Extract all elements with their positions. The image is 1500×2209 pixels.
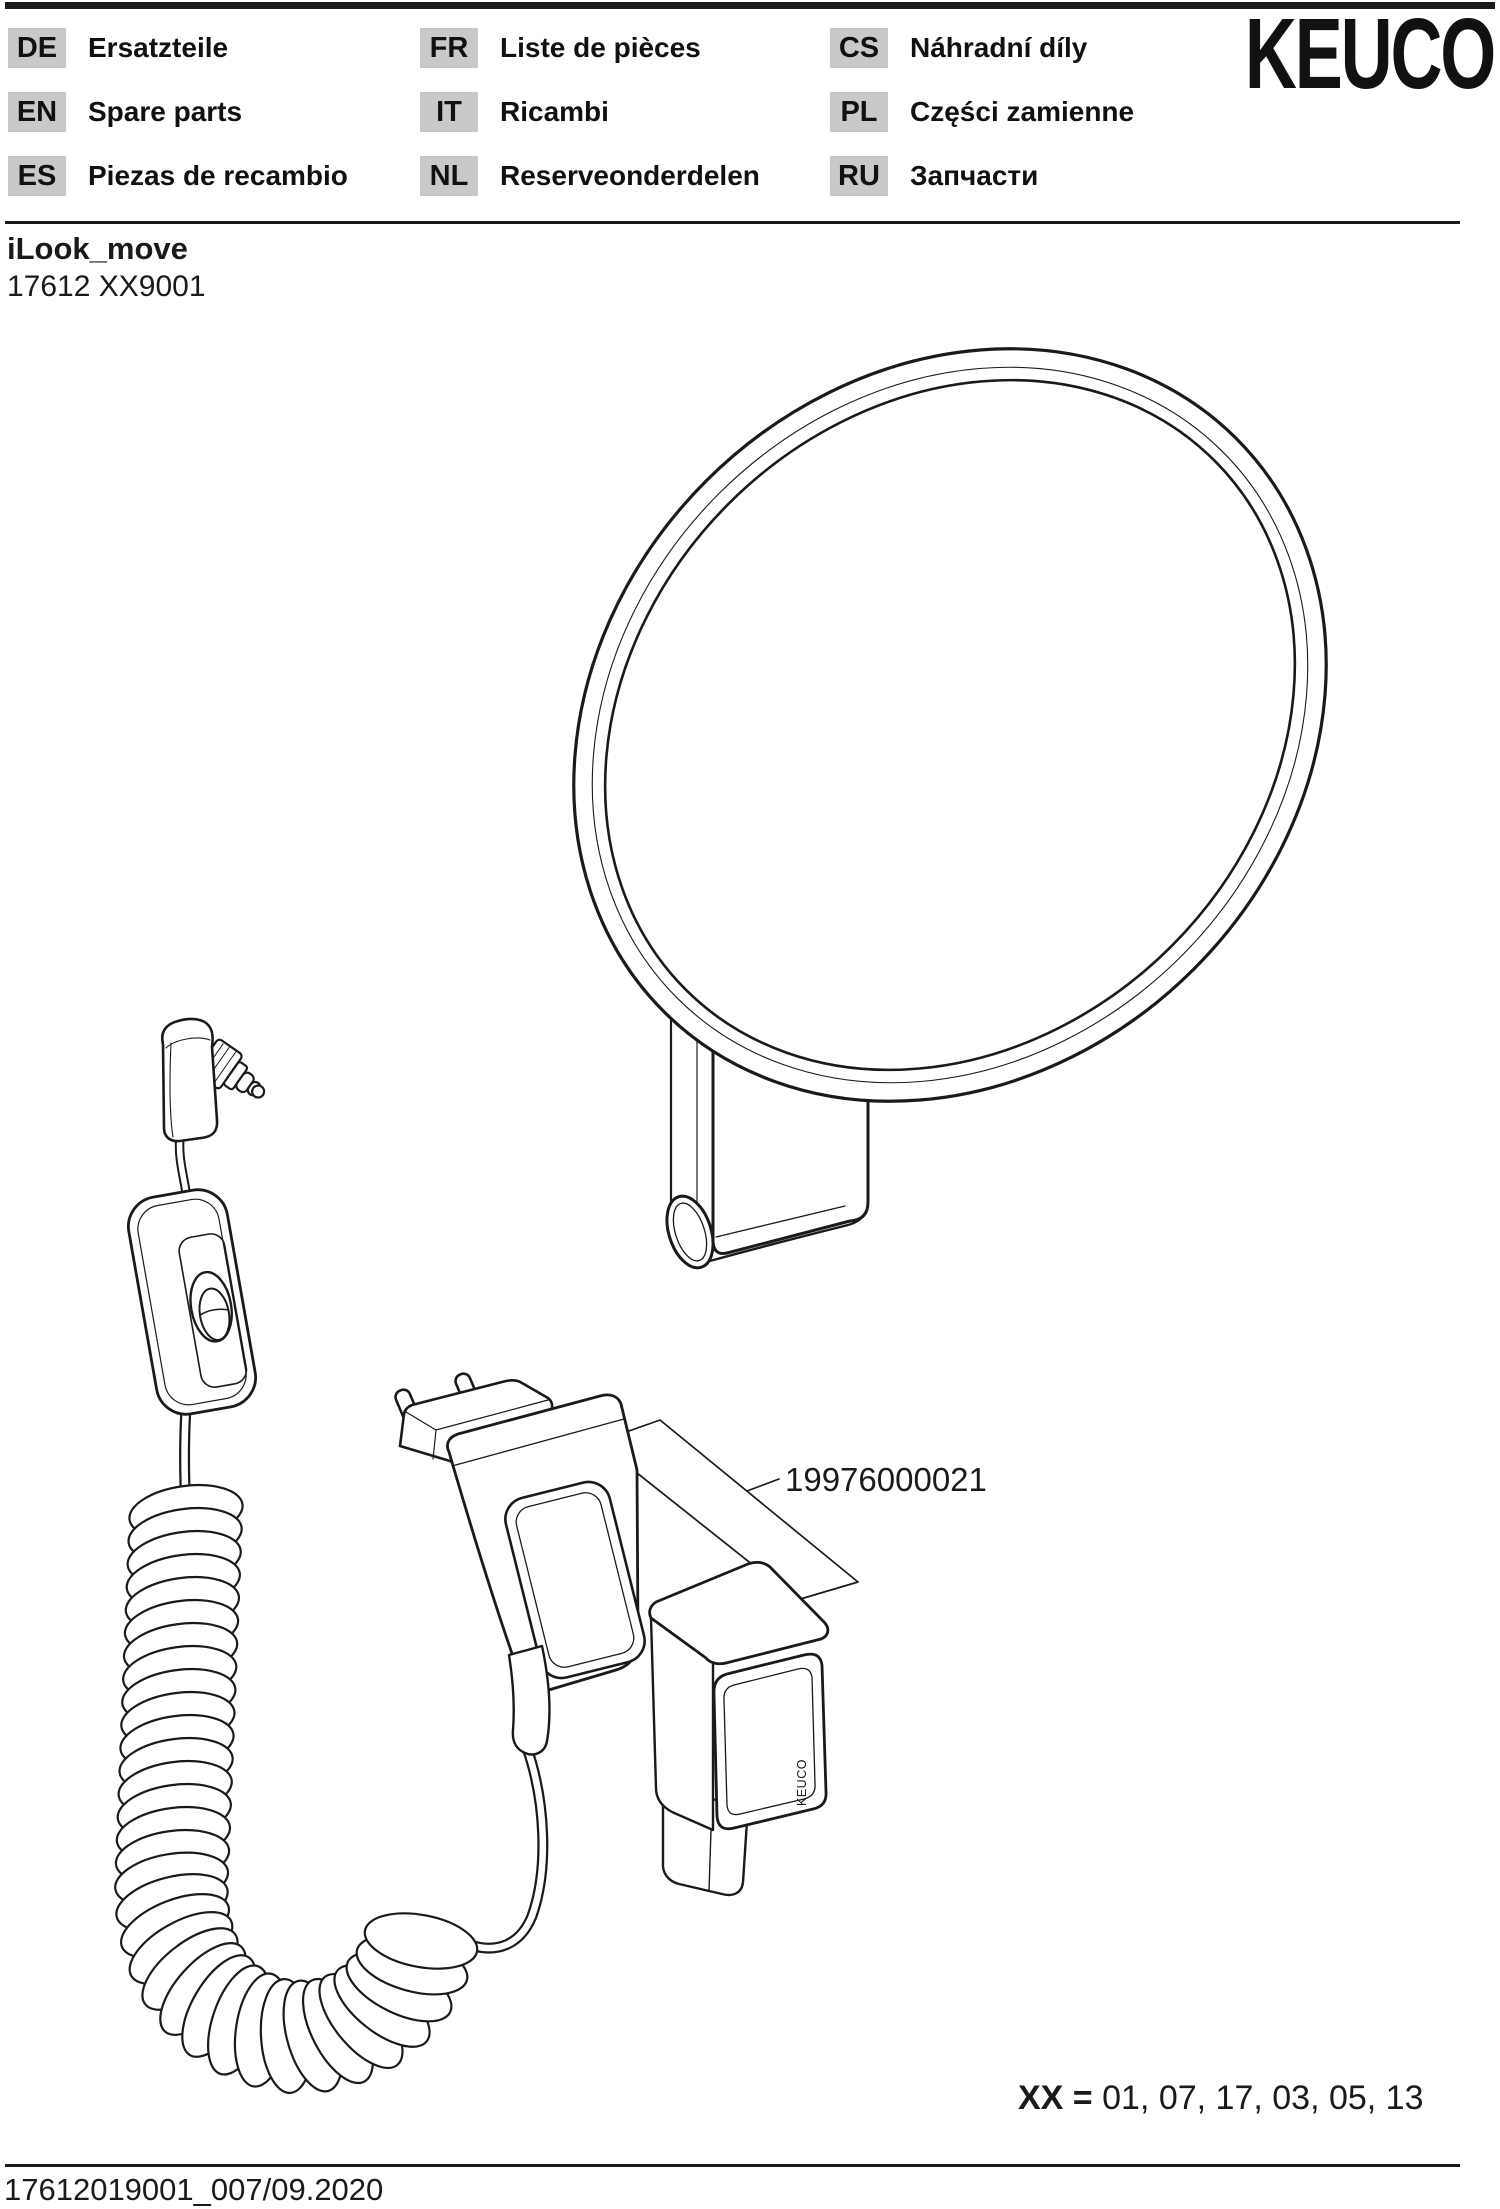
bracket-roller-cap [665, 1194, 715, 1270]
language-badge-ru: RU [830, 156, 888, 196]
language-badge-nl: NL [420, 156, 478, 196]
top-bar [5, 2, 1495, 9]
language-label-nl: Reserveonderdelen [500, 160, 760, 191]
mirror-glass [603, 378, 1297, 1072]
language-badge-fr: FR [420, 28, 478, 68]
cable-boot [507, 1644, 551, 1756]
language-badge-es: ES [8, 156, 66, 196]
jack-plug [160, 1017, 266, 1143]
variants-values: 01, 07, 17, 03, 05, 13 [1102, 2079, 1424, 2117]
variants-note: XX = 01, 07, 17, 03, 05, 13 [1018, 2078, 1424, 2118]
language-label-fr: Liste de pièces [500, 32, 701, 63]
language-label-es: Piezas de recambio [88, 160, 348, 191]
language-label-ru: Запчасти [910, 160, 1039, 191]
coil-loop [363, 1912, 479, 1970]
footer-divider [5, 2164, 1460, 2167]
box-brand-label: KEUCO [795, 1759, 809, 1806]
part-number-label: 19976000021 [785, 1461, 987, 1498]
mirror-drawing [572, 347, 1328, 1103]
language-label-en: Spare parts [88, 96, 243, 127]
language-label-pl: Części zamienne [910, 96, 1135, 127]
language-label-cs: Náhradní díly [910, 32, 1088, 63]
language-badge-it: IT [420, 92, 478, 132]
keuco-box: KEUCO [648, 1560, 830, 1897]
variants-label: XX = [1018, 2079, 1093, 2117]
header-divider [5, 221, 1460, 224]
language-label-it: Ricambi [500, 96, 609, 127]
power-adapter [394, 1372, 646, 1756]
language-label-de: Ersatzteile [88, 32, 229, 63]
document-code: 17612019001_007/09.2020 [4, 2172, 384, 2207]
part-number-leader [746, 1478, 780, 1492]
jack-cable [174, 1131, 192, 1203]
adapter-cable [428, 1742, 549, 1954]
language-badge-de: DE [8, 28, 66, 68]
inline-switch [127, 1188, 257, 1416]
mirror-rim [572, 347, 1328, 1103]
language-badge-en: EN [8, 92, 66, 132]
page-title: iLook_move [7, 231, 188, 266]
language-badge-pl: PL [830, 92, 888, 132]
coiled-cable [114, 1484, 479, 2095]
model-number: 17612 XX9001 [7, 270, 206, 303]
language-badge-cs: CS [830, 28, 888, 68]
keuco-logo: KEUCO [1244, 0, 1496, 110]
